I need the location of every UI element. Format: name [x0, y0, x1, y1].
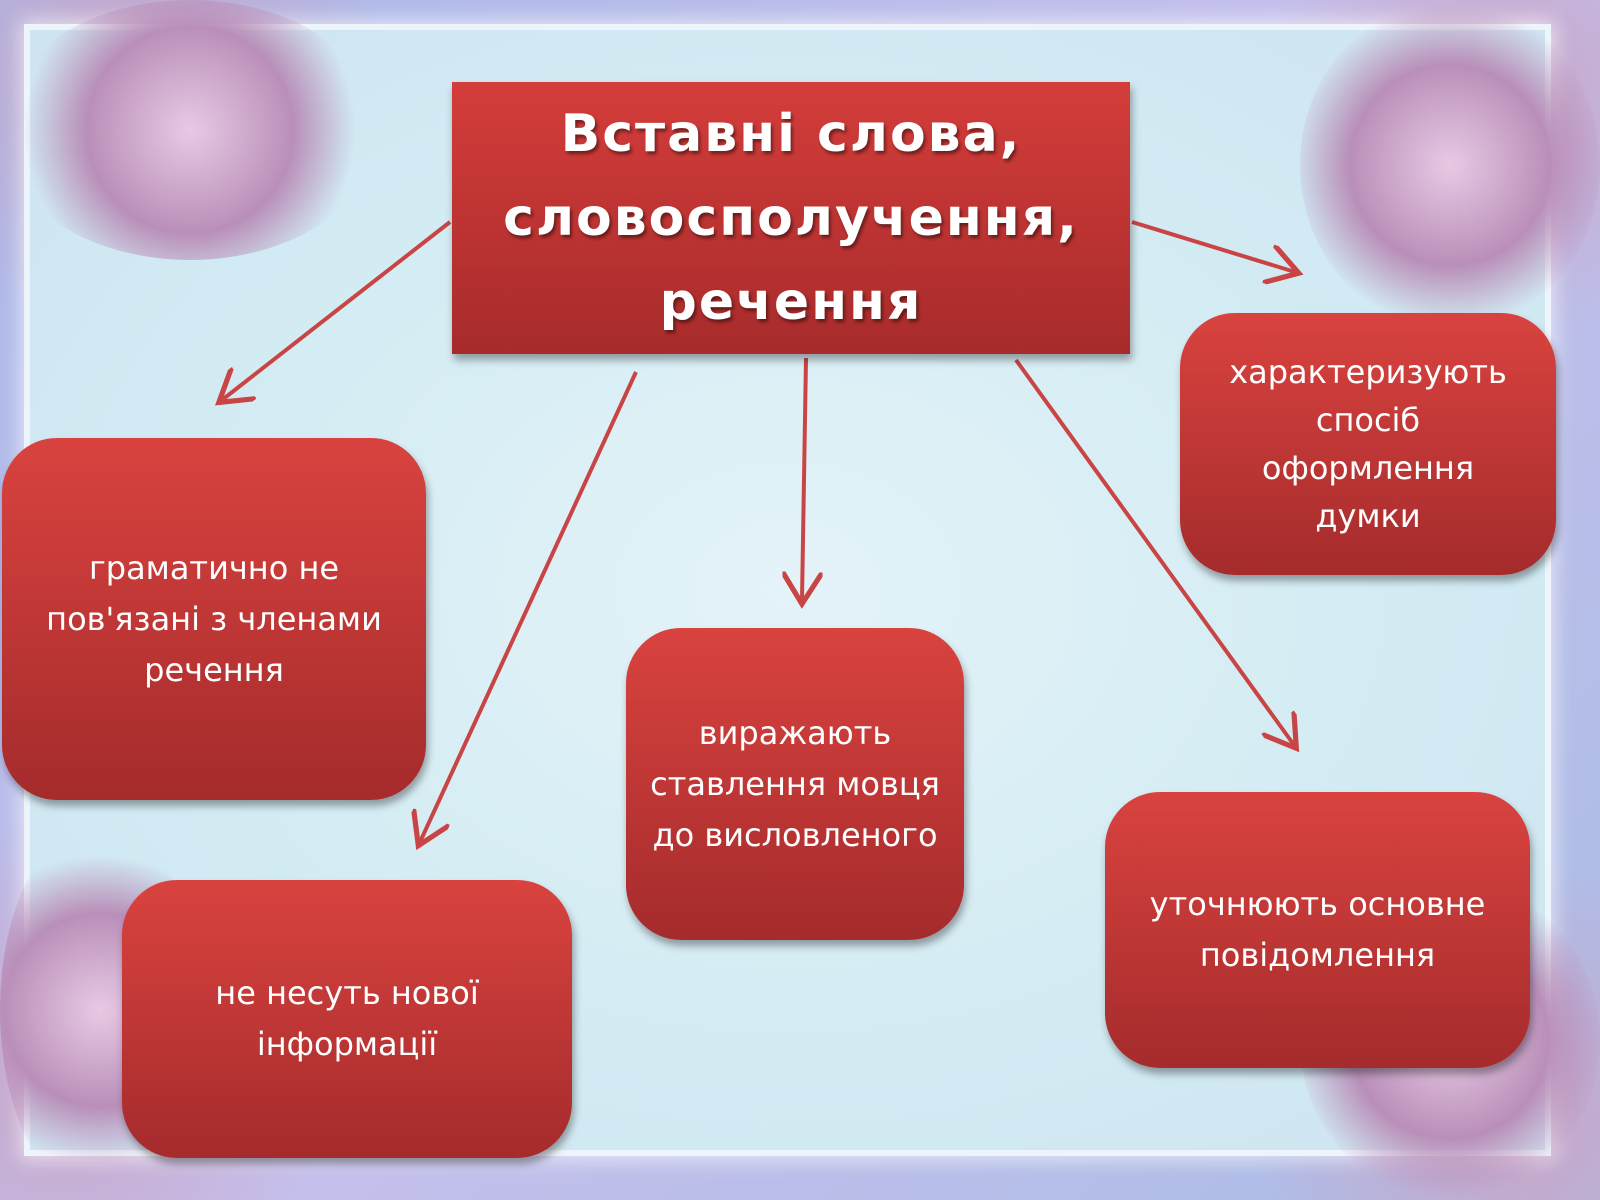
node-no-new-info-text: не несуть нової інформації: [215, 974, 479, 1063]
node-grammar: граматично не пов'язані з членами реченн…: [2, 438, 426, 800]
node-attitude: виражають ставлення мовця до висловленог…: [626, 628, 964, 940]
node-no-new-info: не несуть нової інформації: [122, 880, 572, 1158]
central-topic-title: Вставні слова, словосполучення, речення: [503, 104, 1079, 332]
node-attitude-text: виражають ставлення мовця до висловленог…: [650, 713, 940, 854]
node-clarify-text: уточнюють основне повідомлення: [1149, 885, 1486, 974]
arrow-to-clarify: [1014, 358, 1294, 745]
arrow-to-manner: [1131, 220, 1295, 272]
flower-decoration-top-left: [0, 0, 380, 260]
arrow-to-no-new-info: [420, 371, 638, 842]
node-clarify: уточнюють основне повідомлення: [1105, 792, 1530, 1068]
arrow-to-grammar: [222, 220, 452, 400]
node-manner: характеризують спосіб оформлення думки: [1180, 313, 1556, 575]
central-topic-box: Вставні слова, словосполучення, речення: [452, 82, 1130, 354]
arrow-to-attitude: [802, 357, 806, 600]
node-manner-text: характеризують спосіб оформлення думки: [1229, 353, 1507, 535]
flower-decoration-top-right: [1300, 0, 1600, 330]
node-grammar-text: граматично не пов'язані з членами реченн…: [46, 548, 382, 689]
